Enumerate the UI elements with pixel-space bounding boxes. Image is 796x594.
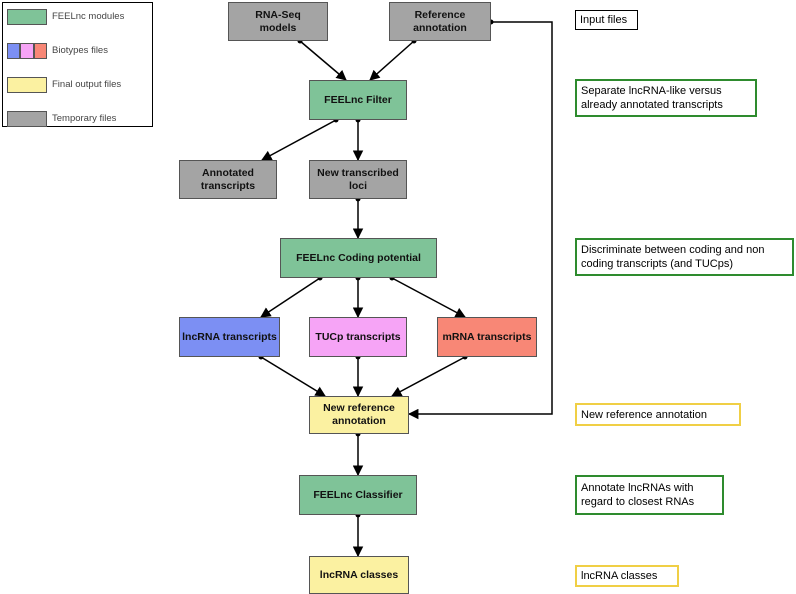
note-lncrna-classes: lncRNA classes [575, 565, 679, 587]
note-input-files: Input files [575, 10, 638, 30]
node-rnaseq-models: RNA-Seq models [228, 2, 328, 41]
edge-lncrna-newref [260, 356, 326, 397]
node-lncrna-transcripts: lncRNA transcripts [179, 317, 280, 357]
legend-item-modules: FEELnc modules [7, 8, 124, 25]
edge-coding-mrna [391, 277, 466, 318]
edge-reference-filter [369, 40, 415, 81]
legend: FEELnc modules Biotypes files Final outp… [2, 2, 153, 127]
legend-swatch [7, 76, 47, 93]
legend-item-temporary: Temporary files [7, 110, 116, 127]
note-filter: Separate lncRNA-like versus already anno… [575, 79, 757, 117]
legend-item-output: Final output files [7, 76, 121, 93]
edge-mrna-newref [391, 356, 466, 397]
note-new-reference: New reference annotation [575, 403, 741, 426]
legend-label: Final output files [52, 79, 122, 90]
legend-swatch [7, 42, 47, 59]
node-new-reference-annotation: New reference annotation [309, 396, 409, 434]
legend-label: FEELnc modules [52, 11, 125, 22]
node-mrna-transcripts: mRNA transcripts [437, 317, 537, 357]
node-lncrna-classes: lncRNA classes [309, 556, 409, 594]
node-reference-annotation: Reference annotation [389, 2, 491, 41]
node-feelnc-filter: FEELnc Filter [309, 80, 407, 120]
note-coding-potential: Discriminate between coding and non codi… [575, 238, 794, 276]
edge-reference-newref [407, 21, 553, 420]
note-classifier: Annotate lncRNAs with regard to closest … [575, 475, 724, 515]
legend-swatch [7, 110, 47, 127]
edge-filter-annotated [261, 119, 337, 161]
legend-label: Biotypes files [52, 45, 108, 56]
legend-label: Temporary files [52, 113, 117, 124]
node-feelnc-classifier: FEELnc Classifier [299, 475, 417, 515]
node-feelnc-coding-potential: FEELnc Coding potential [280, 238, 437, 278]
edge-coding-lncrna [260, 277, 321, 318]
edge-rnaseq-filter [299, 40, 347, 81]
legend-swatch [7, 8, 47, 25]
node-new-transcribed-loci: New transcribed loci [309, 160, 407, 199]
legend-item-biotypes: Biotypes files [7, 42, 108, 59]
node-annotated-transcripts: Annotated transcripts [179, 160, 277, 199]
node-tucp-transcripts: TUCp transcripts [309, 317, 407, 357]
